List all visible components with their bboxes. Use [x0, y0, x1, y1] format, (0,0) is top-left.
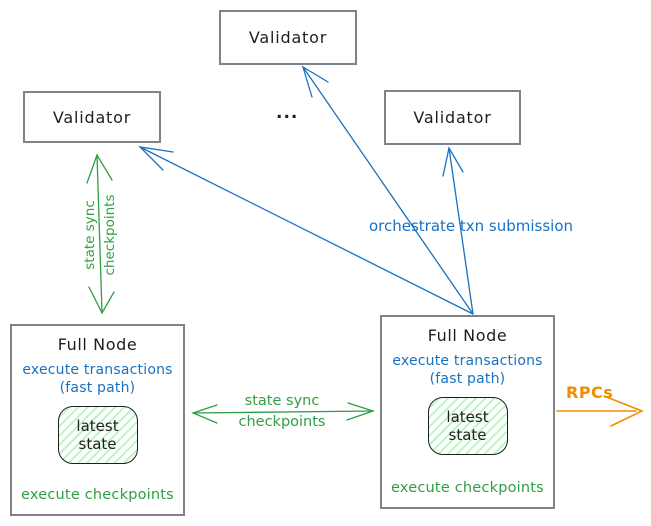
- validator-box-left: Validator: [23, 91, 161, 143]
- state-sync-vertical-label-line2: checkpoints: [102, 194, 118, 276]
- orchestrate-arrow-to-top-validator: [301, 65, 474, 315]
- orchestrate-arrow-to-left-validator: [138, 146, 474, 315]
- state-sync-horizontal-label-line1: state sync: [244, 393, 320, 409]
- state-sync-vertical-label-line1: state sync: [82, 200, 98, 270]
- validator-label: Validator: [52, 107, 132, 127]
- state-sync-horizontal-arrow: [191, 402, 376, 424]
- validators-ellipsis: ...: [276, 103, 299, 123]
- full-node-title: Full Node: [427, 326, 508, 345]
- validator-label: Validator: [248, 28, 328, 47]
- latest-state-box: latest state: [57, 406, 138, 465]
- execute-checkpoints-label: execute checkpoints: [391, 480, 544, 496]
- rpcs-arrow: [556, 395, 644, 427]
- validator-label: Validator: [413, 108, 492, 127]
- latest-state-line1: latest: [76, 416, 119, 435]
- execute-transactions-label: execute transactions (fast path): [22, 362, 173, 397]
- validator-box-top: Validator: [219, 10, 357, 65]
- orchestrate-txn-submission-label: orchestrate txn submission: [368, 217, 574, 235]
- state-sync-horizontal-label-line2: checkpoints: [238, 414, 326, 430]
- execute-transactions-label: execute transactions (fast path): [392, 353, 543, 388]
- validator-box-right: Validator: [384, 90, 521, 145]
- full-node-left: Full Node execute transactions (fast pat…: [10, 324, 185, 516]
- full-node-title: Full Node: [57, 335, 138, 354]
- full-node-right: Full Node execute transactions (fast pat…: [380, 315, 555, 509]
- latest-state-line2: state: [78, 435, 117, 454]
- orchestrate-arrow-to-right-validator: [442, 146, 474, 315]
- latest-state-line1: latest: [446, 407, 489, 426]
- latest-state-line2: state: [448, 426, 487, 445]
- state-sync-vertical-arrow: [86, 153, 115, 315]
- fast-path-label: (fast path): [429, 371, 506, 388]
- fast-path-label: (fast path): [59, 380, 136, 397]
- rpcs-label: RPCs: [566, 383, 614, 402]
- execute-checkpoints-label: execute checkpoints: [21, 487, 174, 503]
- latest-state-box: latest state: [427, 397, 508, 456]
